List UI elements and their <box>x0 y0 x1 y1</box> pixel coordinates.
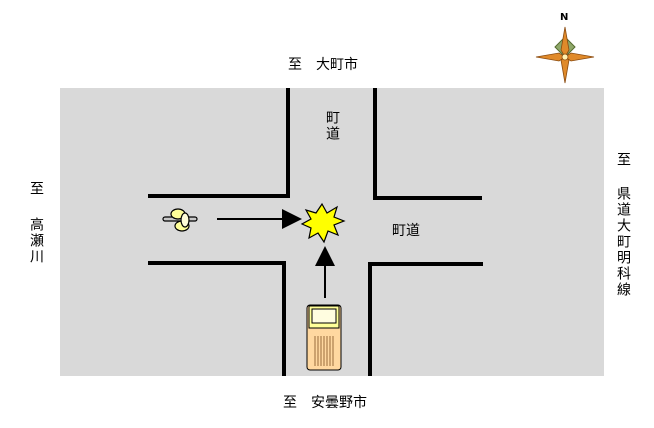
compass-north-label: N <box>560 12 569 23</box>
road-edge-se <box>368 262 483 376</box>
direction-east-prefix: 至 <box>615 152 631 168</box>
compass-rose-icon <box>535 26 595 84</box>
road-label-east: 町道 <box>392 223 420 239</box>
direction-west-place: 高瀬川 <box>28 217 44 265</box>
direction-east-place: 県道大町明科線 <box>615 186 631 298</box>
collision-burst-icon <box>300 202 346 244</box>
road-edge-sw <box>148 261 286 376</box>
road-label-north: 町道 <box>324 110 340 142</box>
direction-west-prefix: 至 <box>28 181 44 197</box>
bicycle-icon <box>162 208 198 232</box>
truck-icon <box>306 304 342 371</box>
road-edges <box>148 88 483 376</box>
direction-north: 至 大町市 <box>288 57 358 73</box>
road-edge-ne <box>373 88 482 200</box>
direction-south: 至 安曇野市 <box>283 395 367 411</box>
road-edge-nw <box>148 88 290 198</box>
